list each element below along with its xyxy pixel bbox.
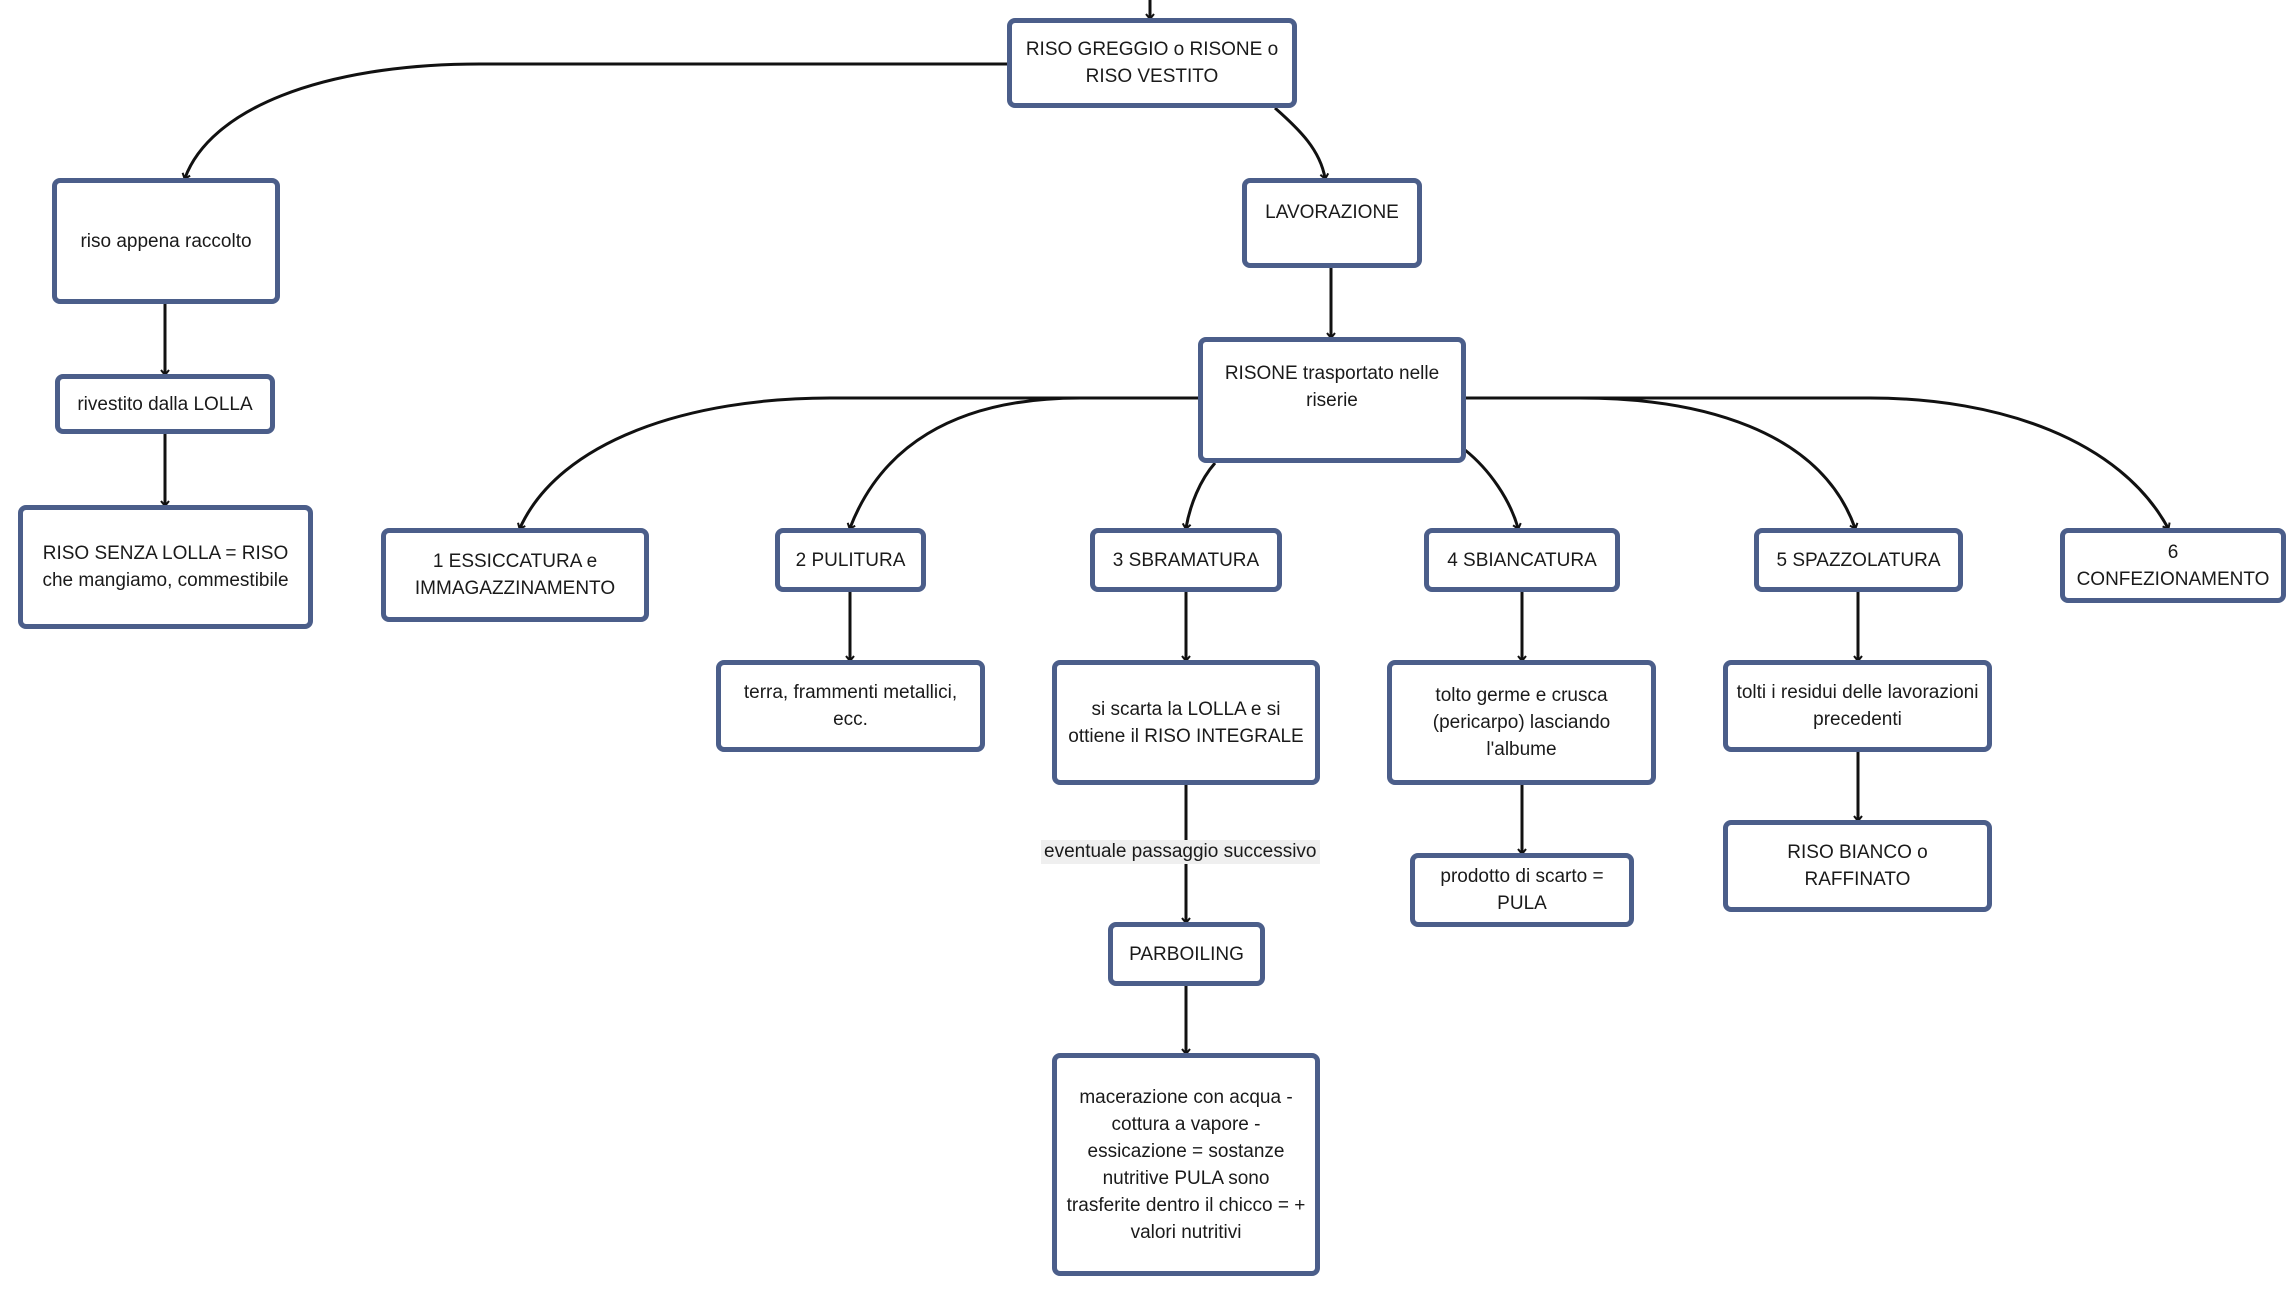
node-spazzolatura-label: 5 SPAZZOLATURA <box>1776 549 1941 571</box>
node-lavorazione[interactable]: LAVORAZIONE <box>1242 178 1422 268</box>
node-scarta-lolla[interactable]: si scarta la LOLLA e si ottiene il RISO … <box>1052 660 1320 785</box>
node-prodotto-scarto-label: prodotto di scarto = PULA <box>1440 866 1604 914</box>
node-parboiling[interactable]: PARBOILING <box>1108 922 1265 986</box>
edge-risone-to-pulitura <box>846 396 1200 531</box>
node-riso-greggio-label: RISO GREGGIO o RISONE o RISO VESTITO <box>1025 39 1279 87</box>
node-lavorazione-label: LAVORAZIONE <box>1265 202 1399 223</box>
node-essiccatura[interactable]: 1 ESSICCATURA e IMMAGAZZINAMENTO <box>381 528 649 622</box>
node-spazzolatura[interactable]: 5 SPAZZOLATURA <box>1754 528 1963 592</box>
node-tolto-germe-label: tolto germe e crusca (pericarpo) lascian… <box>1432 685 1611 760</box>
node-sbiancatura-label: 4 SBIANCATURA <box>1447 549 1597 571</box>
edge-risone-to-confezionamento <box>1465 396 2171 531</box>
edge-risone-to-essiccatura <box>517 396 1200 531</box>
node-riso-senza-lolla[interactable]: RISO SENZA LOLLA = RISO che mangiamo, co… <box>18 505 313 629</box>
node-sbiancatura[interactable]: 4 SBIANCATURA <box>1424 528 1620 592</box>
node-sbramatura-label: 3 SBRAMATURA <box>1112 549 1260 571</box>
edge-riso-greggio-to-riso-appena-raccolto <box>181 62 1007 181</box>
edge-riso-greggio-to-lavorazione <box>1274 106 1330 181</box>
node-riso-greggio[interactable]: RISO GREGGIO o RISONE o RISO VESTITO <box>1007 18 1297 108</box>
node-rivestito-lolla[interactable]: rivestito dalla LOLLA <box>55 374 275 434</box>
node-essiccatura-label: 1 ESSICCATURA e IMMAGAZZINAMENTO <box>414 551 616 599</box>
node-prodotto-scarto[interactable]: prodotto di scarto = PULA <box>1410 853 1634 927</box>
node-riso-appena-raccolto-label: riso appena raccolto <box>80 230 252 252</box>
node-confezionamento-label: 6 CONFEZIONAMENTO <box>2076 541 2270 590</box>
node-pulitura-label: 2 PULITURA <box>795 549 906 571</box>
edge-label-passaggio-successivo: eventuale passaggio successivo <box>1041 840 1320 864</box>
node-macerazione[interactable]: macerazione con acqua - cottura a vapore… <box>1052 1053 1320 1276</box>
node-sbramatura[interactable]: 3 SBRAMATURA <box>1090 528 1282 592</box>
node-macerazione-label: macerazione con acqua - cottura a vapore… <box>1066 1086 1306 1243</box>
node-risone-trasportato[interactable]: RISONE trasportato nelle riserie <box>1198 337 1466 463</box>
node-terra-frammenti-label: terra, frammenti metallici, ecc. <box>743 682 958 730</box>
node-risone-trasportato-label: RISONE trasportato nelle riserie <box>1224 363 1440 411</box>
node-parboiling-label: PARBOILING <box>1129 943 1244 965</box>
node-riso-senza-lolla-label: RISO SENZA LOLLA = RISO che mangiamo, co… <box>42 543 289 591</box>
node-tolti-residui-label: tolti i residui delle lavorazioni preced… <box>1736 682 1979 730</box>
node-riso-appena-raccolto[interactable]: riso appena raccolto <box>52 178 280 304</box>
node-riso-bianco[interactable]: RISO BIANCO o RAFFINATO <box>1723 820 1992 912</box>
edge-risone-to-spazzolatura <box>1465 396 1859 531</box>
node-pulitura[interactable]: 2 PULITURA <box>775 528 926 592</box>
node-scarta-lolla-label: si scarta la LOLLA e si ottiene il RISO … <box>1068 698 1304 747</box>
node-confezionamento[interactable]: 6 CONFEZIONAMENTO <box>2060 528 2286 603</box>
edge-risone-to-sbramatura <box>1181 462 1217 531</box>
node-rivestito-lolla-label: rivestito dalla LOLLA <box>77 393 253 415</box>
node-tolti-residui[interactable]: tolti i residui delle lavorazioni preced… <box>1723 660 1992 752</box>
node-tolto-germe[interactable]: tolto germe e crusca (pericarpo) lascian… <box>1387 660 1656 785</box>
edge-risone-to-sbiancatura <box>1464 448 1522 531</box>
node-riso-bianco-label: RISO BIANCO o RAFFINATO <box>1787 842 1928 890</box>
node-terra-frammenti[interactable]: terra, frammenti metallici, ecc. <box>716 660 985 752</box>
